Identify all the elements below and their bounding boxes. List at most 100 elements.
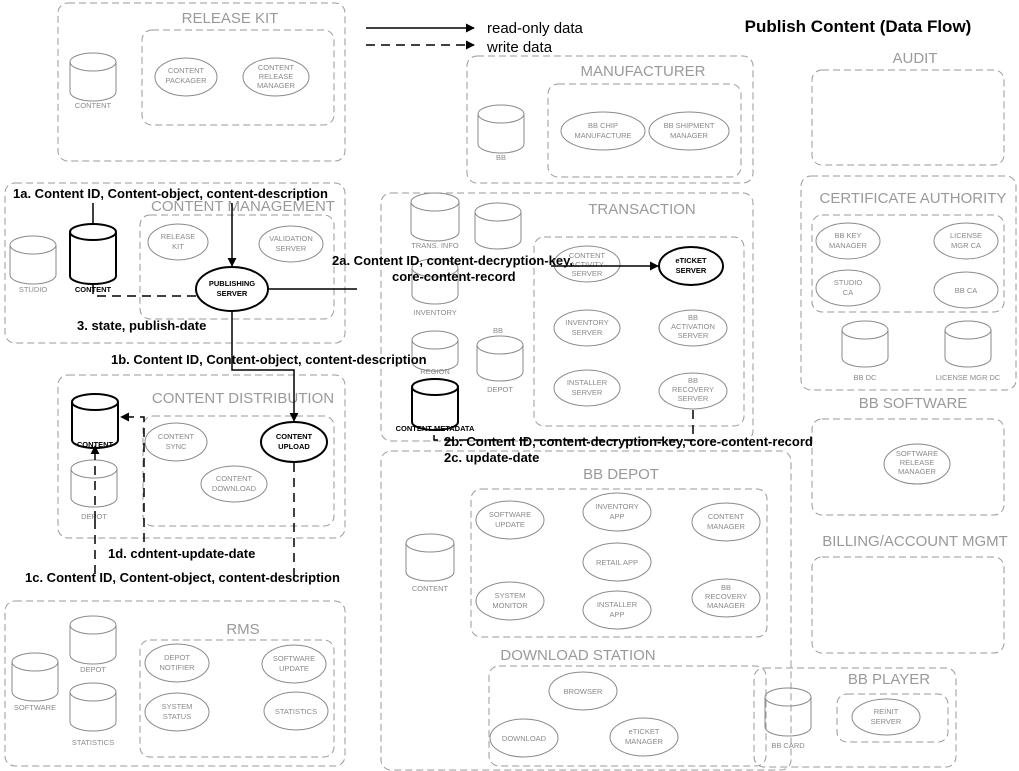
ca-bb-ca: BB CA xyxy=(933,271,999,309)
svg-text:SOFTWARE: SOFTWARE xyxy=(14,703,56,712)
svg-text:RECOVERY: RECOVERY xyxy=(705,592,747,601)
svg-text:ACTIVITY: ACTIVITY xyxy=(570,260,604,269)
cm-validation-server: VALIDATION SERVER xyxy=(258,225,324,263)
bp-reinit-server: REINIT SERVER xyxy=(851,698,921,736)
svg-text:BB: BB xyxy=(721,583,731,592)
bb-player-title: BB PLAYER xyxy=(848,671,930,688)
svg-text:SOFTWARE: SOFTWARE xyxy=(273,654,315,663)
tx-inventory-server: INVENTORY SERVER xyxy=(553,309,621,347)
svg-text:STATUS: STATUS xyxy=(163,712,191,721)
svg-text:CONTENT: CONTENT xyxy=(569,251,606,260)
rms-statistics: STATISTICS xyxy=(263,691,329,731)
bb-depot-box: BB DEPOT CONTENT SOFTWARE UPDATE INVENTO… xyxy=(380,450,792,771)
cd-content-db: CONTENT xyxy=(71,393,119,449)
svg-text:TRANS. INFO: TRANS. INFO xyxy=(411,241,459,250)
svg-text:INVENTORY: INVENTORY xyxy=(565,318,608,327)
release-kit-title: RELEASE KIT xyxy=(182,10,279,27)
flow-2c-label: 2c. update-date xyxy=(444,450,539,465)
svg-text:STUDIO: STUDIO xyxy=(19,285,48,294)
svg-text:APP: APP xyxy=(609,610,624,619)
svg-text:BB KEY: BB KEY xyxy=(834,231,861,240)
svg-text:SERVER: SERVER xyxy=(572,388,603,397)
svg-text:MANAGER: MANAGER xyxy=(257,81,296,90)
svg-text:SERVER: SERVER xyxy=(871,717,902,726)
tx-bb-activation-server: BB ACTIVATION SERVER xyxy=(658,309,728,347)
svg-text:RELEASE: RELEASE xyxy=(900,458,935,467)
eticket-server: eTICKET SERVER xyxy=(658,246,724,286)
svg-text:BB SHIPMENT: BB SHIPMENT xyxy=(664,121,715,130)
download-station-title: DOWNLOAD STATION xyxy=(500,647,655,664)
svg-text:LICENSE: LICENSE xyxy=(950,231,982,240)
svg-text:CONTENT: CONTENT xyxy=(258,63,295,72)
ca-license-mgr-dc-db: LICENSE MGR DC xyxy=(936,320,1001,382)
audit-title: AUDIT xyxy=(893,50,938,67)
tx-content-activity-server: CONTENT ACTIVITY SERVER xyxy=(553,245,621,283)
sw-release-manager: SOFTWARE RELEASE MANAGER xyxy=(883,443,951,485)
svg-text:SERVER: SERVER xyxy=(276,244,307,253)
certificate-authority-box: CERTIFICATE AUTHORITY BB KEY MANAGER LIC… xyxy=(800,175,1017,391)
svg-text:REINIT: REINIT xyxy=(874,707,899,716)
content-distribution-box: CONTENT DISTRIBUTION DEPOT CONTENT SYNC … xyxy=(57,374,346,539)
svg-text:RECOVERY: RECOVERY xyxy=(672,385,714,394)
dp-software-update: SOFTWARE UPDATE xyxy=(475,500,545,540)
manufacturer-box: MANUFACTURER BB BB CHIP MANUFACTURE BB S… xyxy=(466,55,754,184)
svg-text:SOFTWARE: SOFTWARE xyxy=(489,510,531,519)
bb-player-box: BB PLAYER BB CARD REINIT SERVER xyxy=(753,667,957,768)
tx-installer-server: INSTALLER SERVER xyxy=(553,369,621,407)
svg-text:INVENTORY: INVENTORY xyxy=(413,308,456,317)
tx-region-db: REGION xyxy=(411,330,459,376)
svg-text:STATISTICS: STATISTICS xyxy=(72,738,114,747)
svg-text:STATISTICS: STATISTICS xyxy=(275,707,317,716)
svg-text:UPDATE: UPDATE xyxy=(279,664,309,673)
tx-trans-info-db: TRANS. INFO xyxy=(410,192,460,250)
flow-2a-label-line1: 2a. Content ID, content-decryption-key, xyxy=(332,253,573,268)
svg-text:APP: APP xyxy=(609,512,624,521)
ds-download: DOWNLOAD xyxy=(489,718,559,758)
cd-content-sync: CONTENT SYNC xyxy=(144,422,208,462)
rms-system-status: SYSTEM STATUS xyxy=(144,692,210,732)
rms-software-update: SOFTWARE UPDATE xyxy=(261,644,327,684)
ds-browser: BROWSER xyxy=(548,671,618,711)
svg-text:DEPOT: DEPOT xyxy=(487,385,513,394)
svg-text:PUBLISHING: PUBLISHING xyxy=(209,279,255,288)
ca-bb-dc-db: BB DC xyxy=(841,320,889,382)
svg-text:NOTIFIER: NOTIFIER xyxy=(160,663,196,672)
dp-content-db: CONTENT xyxy=(405,533,455,593)
tx-inventory-db: INVENTORY xyxy=(411,258,459,317)
svg-text:INSTALLER: INSTALLER xyxy=(597,600,638,609)
svg-text:CONTENT: CONTENT xyxy=(77,440,114,449)
cm-studio-db: STUDIO xyxy=(9,235,57,294)
svg-text:VALIDATION: VALIDATION xyxy=(269,234,312,243)
billing-account-mgmt-title: BILLING/ACCOUNT MGMT xyxy=(822,533,1008,550)
svg-text:REGION: REGION xyxy=(420,367,450,376)
svg-text:LICENSE MGR DC: LICENSE MGR DC xyxy=(936,373,1001,382)
diagram-title: Publish Content (Data Flow) xyxy=(745,17,972,36)
svg-text:INVENTORY: INVENTORY xyxy=(595,502,638,511)
dp-content-manager: CONTENT MANAGER xyxy=(691,502,761,542)
svg-text:MONITOR: MONITOR xyxy=(492,601,528,610)
svg-text:CONTENT: CONTENT xyxy=(75,101,112,110)
svg-text:CONTENT: CONTENT xyxy=(216,474,253,483)
svg-text:SERVER: SERVER xyxy=(572,269,603,278)
cm-content-db: CONTENT xyxy=(69,223,117,294)
mf-bb-shipment-manager: BB SHIPMENT MANAGER xyxy=(648,111,730,151)
rms-statistics-db: STATISTICS xyxy=(69,682,117,747)
svg-text:BB: BB xyxy=(496,153,506,162)
transaction-box: TRANSACTION TRANS. INFO INVENTORY BB REG… xyxy=(380,192,754,442)
svg-text:UPLOAD: UPLOAD xyxy=(278,442,310,451)
svg-text:UPDATE: UPDATE xyxy=(495,520,525,529)
rk-content-packager: CONTENT PACKAGER xyxy=(154,57,218,97)
ca-studio-ca: STUDIO CA xyxy=(815,269,881,307)
tx-content-metadata-db: CONTENT METADATA xyxy=(396,378,475,433)
svg-text:KIT: KIT xyxy=(172,242,184,251)
svg-text:SERVER: SERVER xyxy=(676,266,707,275)
svg-text:MANAGER: MANAGER xyxy=(898,467,937,476)
bb-software-box: BB SOFTWARE SOFTWARE RELEASE MANAGER xyxy=(811,395,1005,516)
download-station-box: DOWNLOAD STATION BROWSER DOWNLOAD eTICKE… xyxy=(488,647,767,767)
svg-text:SERVER: SERVER xyxy=(678,331,709,340)
svg-text:SOFTWARE: SOFTWARE xyxy=(896,449,938,458)
flow-1b-arrow-to-upload xyxy=(231,311,299,422)
flow-1d-label: 1d. content-update-date xyxy=(108,546,255,561)
flow-3-write-line xyxy=(92,281,196,297)
svg-text:BB DC: BB DC xyxy=(854,373,878,382)
